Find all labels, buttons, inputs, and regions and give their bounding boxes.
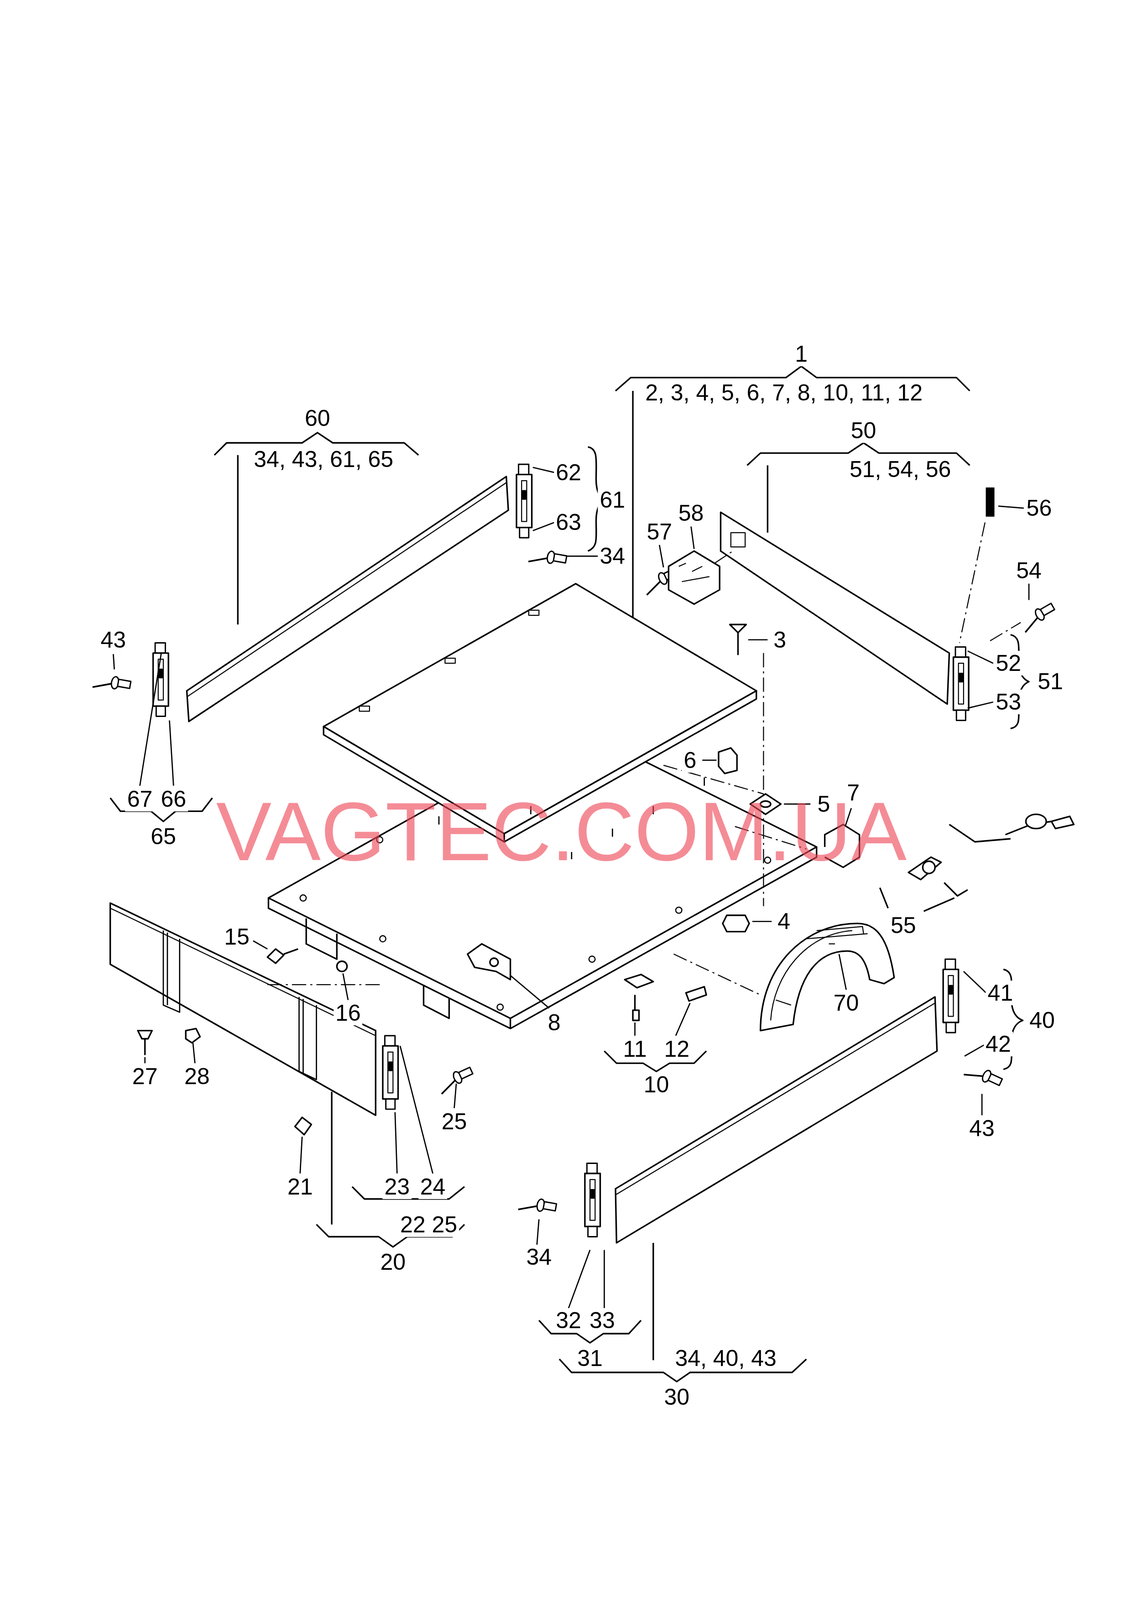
callout-number: 42 — [983, 1032, 1013, 1057]
callout-number: 63 — [553, 510, 584, 535]
callout-number: 4 — [775, 909, 793, 934]
callout-number: 56 — [1024, 495, 1054, 521]
callout-number: 60 — [302, 406, 333, 431]
callout-number: 43 — [967, 1116, 997, 1142]
callout-number: 10 — [641, 1072, 672, 1098]
callout-number: 52 — [993, 651, 1023, 676]
callout-number: 22 25 — [398, 1212, 460, 1238]
callout-number: 62 — [553, 460, 584, 486]
callout-number: 55 — [888, 913, 919, 939]
callout-number: 43 — [99, 627, 129, 653]
callout-number: 24 — [418, 1174, 448, 1200]
callout-number: 12 — [662, 1037, 692, 1062]
callout-number: 34 — [524, 1245, 554, 1270]
callout-number: 6 — [681, 748, 699, 773]
callout-number: 16 — [333, 1001, 363, 1026]
callout-number: 2, 3, 4, 5, 6, 7, 8, 10, 11, 12 — [643, 380, 925, 406]
callout-number: 40 — [1027, 1008, 1057, 1033]
callout-number: 70 — [831, 991, 861, 1016]
callout-number: 50 — [849, 418, 879, 444]
callout-number: 8 — [546, 1010, 563, 1036]
callout-number: 32 — [553, 1308, 584, 1334]
callout-number: 66 — [159, 787, 189, 812]
callout-number: 31 — [575, 1346, 605, 1372]
callout-number: 25 — [439, 1109, 470, 1135]
callout-number: 1 — [792, 341, 810, 367]
callout-number: 53 — [993, 689, 1023, 715]
callout-number: 67 — [125, 787, 155, 812]
callout-number: 34 — [597, 543, 627, 569]
callout-number: 15 — [222, 924, 252, 950]
callout-number: 27 — [130, 1064, 160, 1090]
callout-number: 58 — [676, 500, 706, 526]
callout-number: 33 — [587, 1308, 617, 1334]
callout-number: 34, 43, 61, 65 — [251, 447, 396, 472]
callout-number: 28 — [182, 1064, 212, 1090]
watermark: VAGTEC.COM.UA — [216, 790, 907, 874]
callout-number: 21 — [285, 1174, 315, 1200]
callout-number: 61 — [597, 487, 627, 513]
callout-number: 65 — [148, 824, 178, 850]
callout-number: 23 — [382, 1174, 412, 1200]
callout-number: 34, 40, 43 — [672, 1346, 778, 1372]
callout-number: 3 — [771, 627, 788, 653]
callout-number: 57 — [644, 519, 674, 545]
callout-number: 54 — [1014, 558, 1044, 584]
callout-number: 20 — [378, 1250, 408, 1275]
callout-number: 30 — [662, 1385, 692, 1410]
callout-number: 51, 54, 56 — [847, 457, 953, 482]
callout-number: 51 — [1035, 669, 1065, 694]
callout-number: 11 — [621, 1037, 649, 1062]
callout-number: 41 — [985, 980, 1016, 1006]
